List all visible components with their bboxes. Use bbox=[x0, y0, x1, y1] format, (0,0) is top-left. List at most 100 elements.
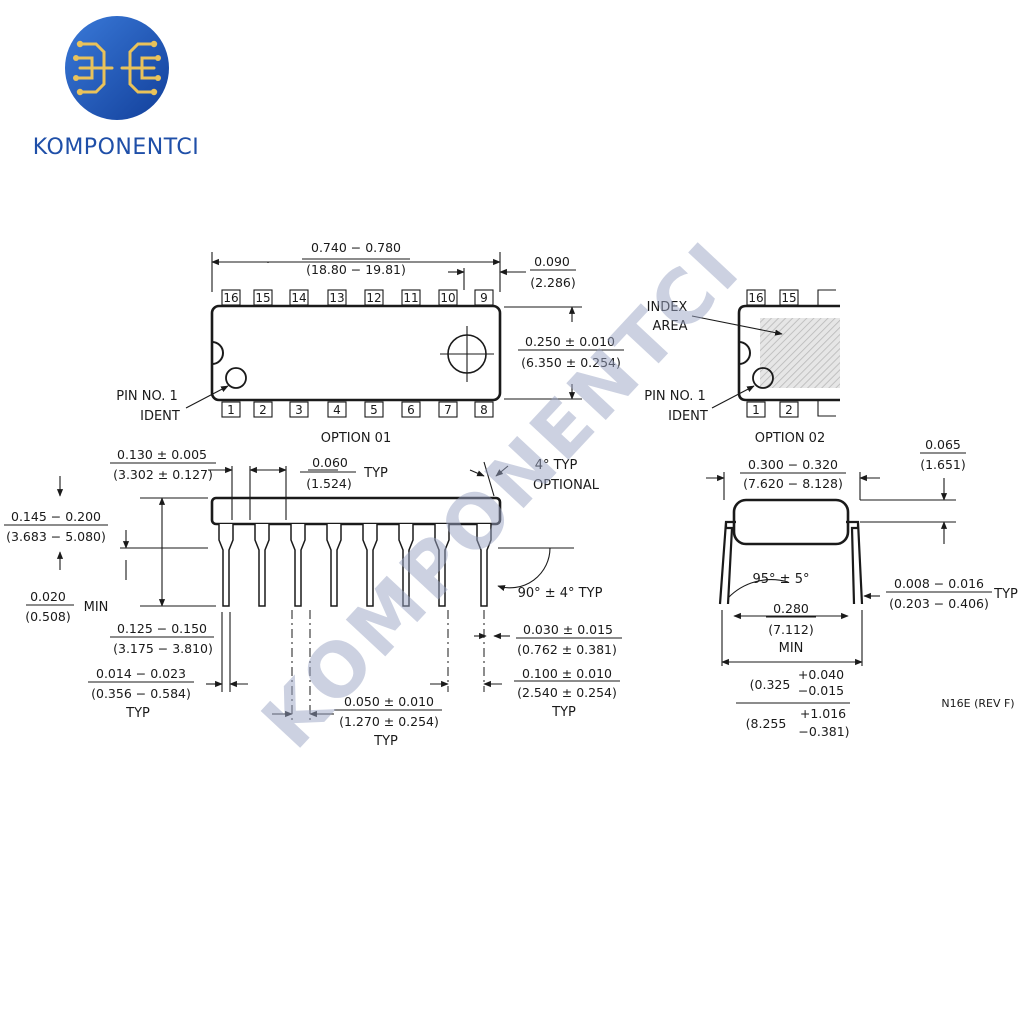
pin-end-mm: (2.286) bbox=[530, 275, 576, 290]
row-min-mm: (7.112) bbox=[768, 622, 814, 637]
lead-width-mm: (1.524) bbox=[306, 476, 352, 491]
pitch-typ: TYP bbox=[551, 705, 576, 720]
pin-number: 6 bbox=[407, 403, 415, 417]
index-label: INDEX bbox=[647, 300, 688, 315]
pin1-notch bbox=[211, 341, 224, 365]
lead-length-inch: 0.125 − 0.150 bbox=[117, 621, 207, 636]
spread-inch-tol-minus: −0.015 bbox=[798, 683, 844, 698]
package-body-end bbox=[732, 498, 850, 546]
spread-mm-tol-plus: +1.016 bbox=[800, 706, 846, 721]
end-shoulder-mm: (1.651) bbox=[920, 457, 966, 472]
shoulder-mm: (3.302 ± 0.127) bbox=[113, 467, 213, 482]
body-width-inch: 0.250 ± 0.010 bbox=[525, 334, 615, 349]
pin-box bbox=[221, 401, 241, 418]
end-shoulder-inch: 0.065 bbox=[925, 437, 961, 452]
side-lead bbox=[398, 524, 414, 607]
lead-diameter-mm: (0.356 − 0.584) bbox=[91, 686, 191, 701]
pin-number: 2 bbox=[785, 403, 793, 417]
pitch-inch: 0.100 ± 0.010 bbox=[522, 666, 612, 681]
pin-number: 16 bbox=[223, 291, 238, 305]
package-body-top bbox=[210, 304, 502, 402]
pin1-label-option02: PIN NO. 1 bbox=[644, 389, 706, 404]
pin-number: 11 bbox=[403, 291, 418, 305]
logo-globe-icon bbox=[65, 16, 169, 120]
spread-inch-nominal: (0.325 bbox=[750, 677, 791, 692]
side-lead bbox=[218, 524, 234, 607]
row-min-label: MIN bbox=[779, 641, 804, 656]
end-lead-thickness-mm: (0.203 − 0.406) bbox=[889, 596, 989, 611]
draft-optional: OPTIONAL bbox=[533, 478, 600, 493]
pin-stub bbox=[817, 289, 836, 306]
pin-number: 1 bbox=[752, 403, 760, 417]
lead-angle: 90° ± 4° TYP bbox=[518, 586, 603, 601]
pin-number: 15 bbox=[781, 291, 796, 305]
package-body-side bbox=[210, 496, 502, 526]
pin-box bbox=[746, 401, 766, 418]
end-view: 0.300 − 0.320 (7.620 − 8.128) 0.065 (1.6… bbox=[706, 437, 1018, 739]
pin-box bbox=[327, 401, 347, 418]
circuit-traces-icon bbox=[74, 42, 160, 94]
shoulder-inch: 0.130 ± 0.005 bbox=[117, 447, 207, 462]
body-width-mm: (6.350 ± 0.254) bbox=[521, 355, 621, 370]
side-lead bbox=[434, 524, 450, 607]
spread-inch-tol-plus: +0.040 bbox=[798, 667, 844, 682]
tip-typ: TYP bbox=[373, 734, 398, 749]
standoff-mm: (0.508) bbox=[25, 609, 71, 624]
pin-number: 2 bbox=[259, 403, 267, 417]
option-01-label: OPTION 01 bbox=[321, 431, 391, 446]
pin-box bbox=[364, 401, 384, 418]
row-width-inch: 0.300 − 0.320 bbox=[748, 457, 838, 472]
pin1-ident-label: IDENT bbox=[140, 409, 180, 424]
pin-number: 3 bbox=[295, 403, 303, 417]
lead-thickness-inch: 0.030 ± 0.015 bbox=[523, 622, 613, 637]
top-view: 0.740 − 0.780 (18.80 − 19.81) 0.090 (2.2… bbox=[116, 240, 624, 446]
standoff-min: MIN bbox=[84, 600, 109, 615]
draft-angle: 4° TYP bbox=[535, 458, 578, 473]
end-lead-left bbox=[718, 520, 736, 605]
drawing-revision: N16E (REV F) bbox=[941, 697, 1014, 710]
option-02-label: OPTION 02 bbox=[755, 431, 825, 446]
lead-width-typ: TYP bbox=[363, 466, 388, 481]
pin1-label: PIN NO. 1 bbox=[116, 389, 178, 404]
pin-number: 12 bbox=[366, 291, 381, 305]
pin-box bbox=[438, 401, 458, 418]
pin-number: 14 bbox=[291, 291, 306, 305]
pin-box bbox=[289, 401, 309, 418]
brand-logo: KOMPONENTCI bbox=[33, 16, 199, 160]
area-label: AREA bbox=[652, 319, 687, 334]
lead-length-mm: (3.175 − 3.810) bbox=[113, 641, 213, 656]
row-min-inch: 0.280 bbox=[773, 601, 809, 616]
lead-diameter-inch: 0.014 − 0.023 bbox=[96, 666, 186, 681]
pin-number: 1 bbox=[227, 403, 235, 417]
lead-thickness-mm: (0.762 ± 0.381) bbox=[517, 642, 617, 657]
side-lead bbox=[476, 524, 492, 607]
side-lead bbox=[290, 524, 306, 607]
pin-stub bbox=[817, 400, 836, 417]
pin-number: 7 bbox=[444, 403, 452, 417]
pin-box bbox=[779, 401, 799, 418]
pin-number: 15 bbox=[255, 291, 270, 305]
pin-box bbox=[253, 401, 273, 418]
pin-number: 5 bbox=[370, 403, 378, 417]
brand-name: KOMPONENTCI bbox=[33, 135, 199, 160]
row-width-mm: (7.620 − 8.128) bbox=[743, 476, 843, 491]
side-view: 0.130 ± 0.005 (3.302 ± 0.127) 0.060 (1.5… bbox=[4, 447, 622, 749]
pin-end-inch: 0.090 bbox=[534, 254, 570, 269]
end-lead-thickness-typ: TYP bbox=[993, 587, 1018, 602]
pin-box bbox=[401, 401, 421, 418]
height-mm: (3.683 − 5.080) bbox=[6, 529, 106, 544]
spread-mm-nominal: (8.255 bbox=[746, 716, 787, 731]
standoff-inch: 0.020 bbox=[30, 589, 66, 604]
pin1-dot bbox=[225, 367, 247, 389]
tip-inch: 0.050 ± 0.010 bbox=[344, 694, 434, 709]
side-lead bbox=[254, 524, 270, 607]
end-lead-thickness-inch: 0.008 − 0.016 bbox=[894, 576, 984, 591]
lead-width-inch: 0.060 bbox=[312, 455, 348, 470]
spread-mm-tol-minus: −0.381) bbox=[798, 724, 849, 739]
height-inch: 0.145 − 0.200 bbox=[11, 509, 101, 524]
side-lead bbox=[326, 524, 342, 607]
end-lead-right bbox=[846, 520, 864, 605]
pin-number: 8 bbox=[480, 403, 488, 417]
